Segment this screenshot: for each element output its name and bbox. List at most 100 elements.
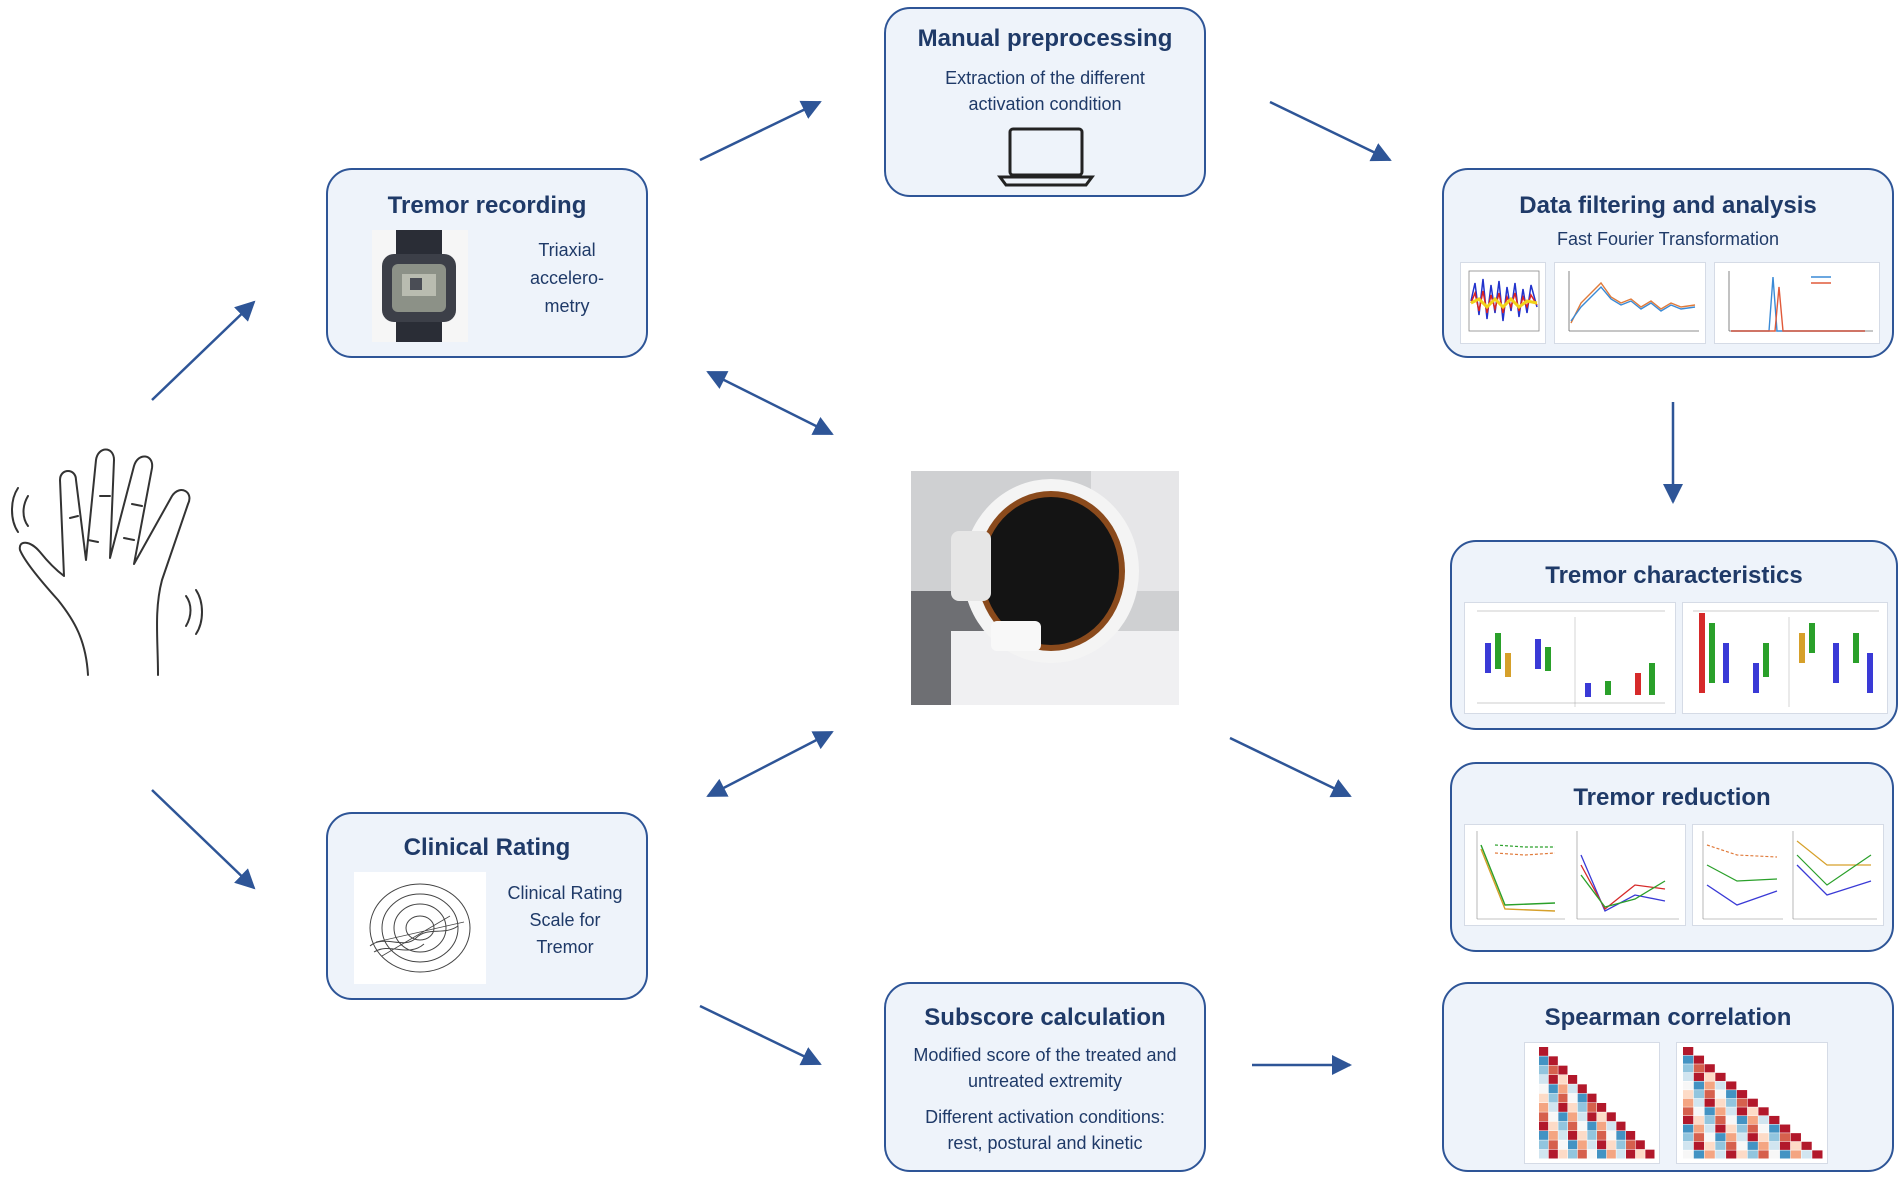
heatmap-cell (1779, 1133, 1791, 1142)
heatmap-cell (1548, 1131, 1558, 1140)
arrow-manual-to-filtering (1269, 100, 1392, 162)
heatmap-cell (1683, 1124, 1694, 1133)
heatmap-cell (1548, 1103, 1558, 1112)
heatmap-cell (1693, 1133, 1705, 1142)
heatmap-cell (1726, 1141, 1737, 1150)
heatmap-cell (1577, 1093, 1587, 1103)
heatmap-cell (1568, 1140, 1578, 1150)
spearman-correlation-box: Spearman correlation (1442, 982, 1894, 1172)
heatmap-cell (1577, 1149, 1587, 1159)
heatmap-cell (1635, 1140, 1645, 1150)
heatmap-cell (1801, 1141, 1812, 1150)
heatmap-cell (1597, 1131, 1607, 1140)
heatmap-cell (1683, 1141, 1694, 1150)
correlation-heatmap-2 (1676, 1042, 1828, 1164)
heatmap-cell (1568, 1084, 1578, 1094)
heatmap-cell (1626, 1149, 1636, 1159)
clinical-rating-box: Clinical Rating Clinical Rating Scale fo… (326, 812, 648, 1000)
heatmap-cell (1693, 1055, 1705, 1064)
heatmap-cell (1597, 1112, 1607, 1122)
heatmap-cell (1587, 1131, 1597, 1140)
heatmap-cell (1539, 1131, 1549, 1140)
heatmap-cell (1568, 1121, 1578, 1131)
heatmap-cell (1747, 1107, 1758, 1116)
heatmap-cell (1715, 1115, 1726, 1125)
tremor-hand-icon (11, 448, 203, 676)
heatmap-cell (1587, 1103, 1597, 1112)
heatmap-cell (1779, 1150, 1791, 1159)
heatmap-cell (1548, 1121, 1558, 1131)
heatmap-cell (1683, 1098, 1694, 1107)
heatmap-cell (1587, 1093, 1597, 1103)
heatmap-cell (1645, 1149, 1655, 1159)
heatmap-cell (1548, 1065, 1558, 1075)
heatmap-cell (1736, 1150, 1748, 1159)
heatmap-cell (1539, 1103, 1549, 1112)
boxplot-chart-1 (1464, 602, 1676, 714)
heatmap-cell (1568, 1131, 1578, 1140)
boxplot-chart-2 (1682, 602, 1888, 714)
heatmap-cell (1683, 1047, 1694, 1056)
heatmap-cell (1693, 1081, 1705, 1090)
heatmap-cell (1683, 1072, 1694, 1081)
heatmap-cell (1548, 1093, 1558, 1103)
heatmap-cell (1693, 1115, 1705, 1125)
heatmap-cell (1726, 1107, 1737, 1116)
heatmap-cell (1736, 1133, 1748, 1142)
clinical-line-1: Clinical Rating (507, 883, 623, 903)
heatmap-cell (1558, 1084, 1568, 1094)
heatmap-cell (1747, 1098, 1758, 1107)
heatmap-cell (1747, 1141, 1758, 1150)
heatmap-cell (1558, 1075, 1568, 1084)
manual-line-1: Extraction of the different (945, 68, 1145, 88)
heatmap-cell (1693, 1090, 1705, 1099)
heatmap-cell (1626, 1140, 1636, 1150)
heatmap-cell (1736, 1141, 1748, 1150)
heatmap-cell (1558, 1121, 1568, 1131)
tremor-reduction-title: Tremor reduction (1573, 784, 1771, 811)
heatmap-cell (1577, 1084, 1587, 1094)
heatmap-cell (1539, 1075, 1549, 1084)
heatmap-cell (1568, 1103, 1578, 1112)
heatmap-cell (1758, 1107, 1769, 1116)
heatmap-cell (1801, 1150, 1812, 1159)
heatmap-cell (1779, 1124, 1791, 1133)
heatmap-cell (1616, 1149, 1626, 1159)
heatmap-cell (1548, 1112, 1558, 1122)
heatmap-cell (1704, 1124, 1715, 1133)
heatmap-cell (1715, 1107, 1726, 1116)
heatmap-cell (1736, 1098, 1748, 1107)
heatmap-cell (1568, 1112, 1578, 1122)
spectrum-plot (1554, 262, 1706, 344)
heatmap-cell (1715, 1072, 1726, 1081)
manual-line-2: activation condition (968, 94, 1122, 114)
heatmap-cell (1548, 1084, 1558, 1094)
heatmap-cell (1747, 1150, 1758, 1159)
heatmap-cell (1635, 1149, 1645, 1159)
heatmap-cell (1726, 1115, 1737, 1125)
heatmap-cell (1693, 1141, 1705, 1150)
heatmap-cell (1758, 1115, 1769, 1125)
heatmap-cell (1758, 1133, 1769, 1142)
heatmap-cell (1704, 1150, 1715, 1159)
heatmap-cell (1548, 1056, 1558, 1066)
heatmap-cell (1769, 1133, 1780, 1142)
spearman-correlation-title: Spearman correlation (1544, 1004, 1792, 1031)
heatmap-cell (1558, 1140, 1568, 1150)
heatmap-cell (1736, 1115, 1748, 1125)
raw-signal-plot (1460, 262, 1546, 344)
heatmap-cell (1683, 1115, 1694, 1125)
tremor-characteristics-box: Tremor characteristics (1450, 540, 1898, 730)
heatmap-cell (1683, 1107, 1694, 1116)
arrow-clinical-center (706, 730, 834, 798)
heatmap-cell (1683, 1055, 1694, 1064)
heatmap-cell (1704, 1081, 1715, 1090)
heatmap-cell (1704, 1141, 1715, 1150)
recording-line-3: metry (544, 296, 590, 316)
clinical-rating-title: Clinical Rating (403, 834, 571, 861)
heatmap-cell (1747, 1115, 1758, 1125)
heatmap-cell (1790, 1133, 1801, 1142)
arrow-center-to-reduction (1229, 736, 1352, 798)
heatmap-cell (1704, 1115, 1715, 1125)
subscore-line-3: Different activation conditions: (925, 1107, 1165, 1127)
